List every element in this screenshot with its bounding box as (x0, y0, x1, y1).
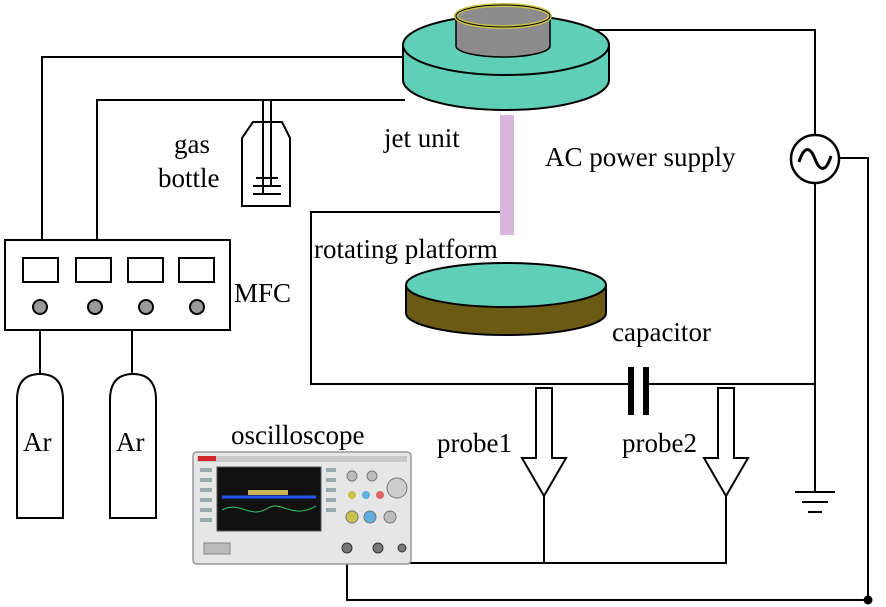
mfc-display-1 (22, 257, 59, 283)
scope-brand-mark (198, 456, 216, 461)
jet-unit (402, 3, 610, 111)
mfc-knob-4 (189, 299, 205, 315)
label-capacitor: capacitor (612, 317, 711, 347)
label-mfc: MFC (234, 278, 291, 308)
label-probe1: probe1 (437, 428, 512, 458)
ac-source-icon (789, 133, 841, 185)
scope-input-ch1 (341, 542, 353, 554)
rotating-platform (405, 262, 607, 336)
mfc-display-3 (127, 257, 164, 283)
mfc-box (4, 239, 231, 331)
label-rotating-platform: rotating platform (314, 234, 498, 264)
wire-jet-to-mfc-1 (41, 56, 405, 240)
probe1-icon (520, 387, 568, 498)
wiring (39, 29, 873, 605)
mfc-display-4 (178, 257, 215, 283)
scope-screen (216, 466, 322, 532)
wire-jet-to-gas-bottle (96, 99, 405, 240)
label-ar-right: Ar (116, 427, 145, 457)
wire-platform-loop (310, 211, 630, 385)
wire-ac-to-scope-loop (346, 157, 869, 601)
ar-cylinder-left (16, 372, 64, 519)
label-ar-left: Ar (23, 427, 52, 457)
ar-cylinder-right (109, 372, 157, 519)
mfc (4, 239, 231, 331)
probe2-icon (702, 387, 750, 498)
mfc-knob-3 (138, 299, 154, 315)
label-oscilloscope: oscilloscope (231, 420, 364, 450)
platform-top (405, 262, 607, 308)
wire-probe2-to-scope (544, 496, 727, 564)
capacitor-icon (628, 367, 649, 415)
ground-icon (795, 491, 835, 513)
mfc-knob-1 (32, 299, 48, 315)
label-gas: gas (174, 129, 210, 159)
gas-bottle (241, 100, 291, 207)
junction-dot (863, 595, 873, 605)
oscilloscope-icon (192, 451, 412, 565)
label-jet-unit: jet unit (383, 123, 460, 153)
mfc-knob-2 (87, 299, 103, 315)
label-bottle: bottle (158, 163, 220, 193)
label-ac-power-supply: AC power supply (545, 142, 736, 172)
mfc-display-2 (75, 257, 112, 283)
plasma-jet (500, 115, 514, 235)
wire-electrode-to-ac (551, 29, 816, 135)
label-probe2: probe2 (622, 428, 697, 458)
scope-input-ch2 (372, 542, 384, 554)
